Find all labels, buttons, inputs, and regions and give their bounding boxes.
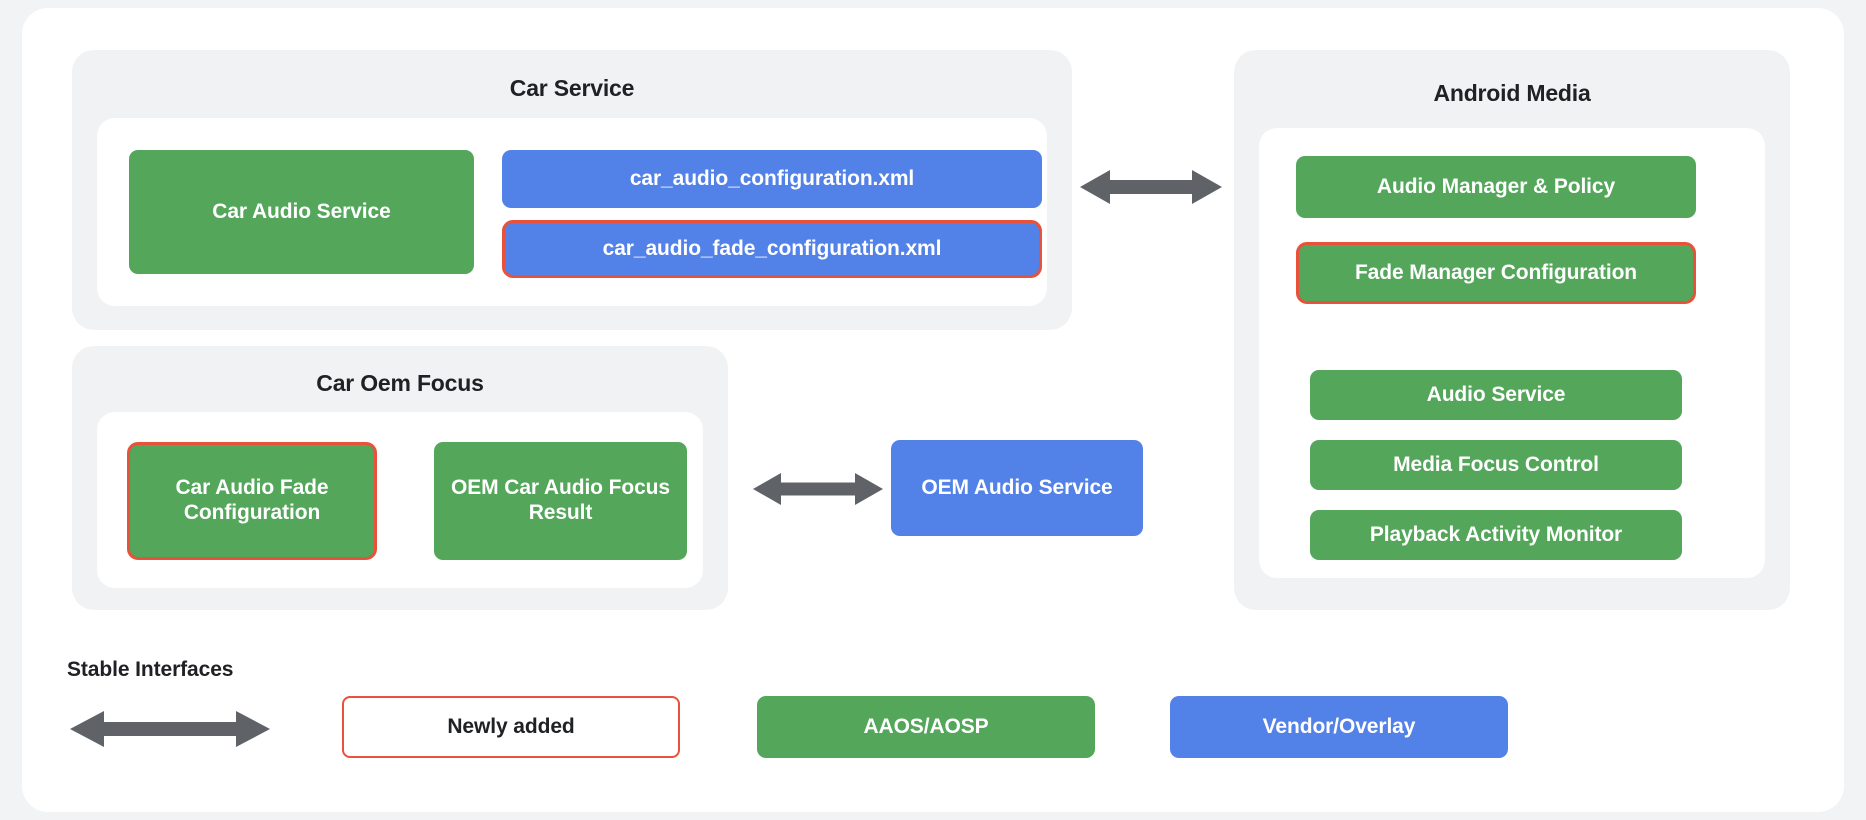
legend-item-vendor-overlay[interactable]: Vendor/Overlay <box>1170 696 1508 758</box>
double-arrow-icon-car-service-to-android-media <box>1080 166 1222 208</box>
node-fade-manager-configuration[interactable]: Fade Manager Configuration <box>1296 242 1696 304</box>
double-arrow-icon-oem-focus-to-oem-audio-service <box>753 469 883 509</box>
node-audio-service[interactable]: Audio Service <box>1310 370 1682 420</box>
page-card: Car Service Car Audio Service car_audio_… <box>22 8 1844 812</box>
double-arrow-icon-legend <box>70 708 270 750</box>
node-oem-audio-service[interactable]: OEM Audio Service <box>891 440 1143 536</box>
node-oem-car-audio-focus-result[interactable]: OEM Car Audio Focus Result <box>434 442 687 560</box>
legend-item-aaos-aosp[interactable]: AAOS/AOSP <box>757 696 1095 758</box>
node-car-audio-fade-configuration-xml[interactable]: car_audio_fade_configuration.xml <box>502 220 1042 278</box>
node-car-audio-configuration-xml[interactable]: car_audio_configuration.xml <box>502 150 1042 208</box>
node-media-focus-control[interactable]: Media Focus Control <box>1310 440 1682 490</box>
group-car-service: Car Service Car Audio Service car_audio_… <box>72 50 1072 330</box>
node-playback-activity-monitor[interactable]: Playback Activity Monitor <box>1310 510 1682 560</box>
group-car-service-title: Car Service <box>509 75 635 101</box>
group-car-oem-focus: Car Oem Focus Car Audio Fade Configurati… <box>72 346 728 610</box>
node-car-audio-fade-configuration[interactable]: Car Audio Fade Configuration <box>127 442 377 560</box>
node-audio-manager-and-policy[interactable]: Audio Manager & Policy <box>1296 156 1696 218</box>
node-car-audio-service[interactable]: Car Audio Service <box>129 150 474 274</box>
group-android-media-title: Android Media <box>1433 80 1591 106</box>
group-android-media: Android Media Audio Manager & Policy Fad… <box>1234 50 1790 610</box>
legend-stable-interfaces-label: Stable Interfaces <box>67 658 234 681</box>
legend-item-newly-added[interactable]: Newly added <box>342 696 680 758</box>
group-car-oem-focus-title: Car Oem Focus <box>316 370 484 396</box>
